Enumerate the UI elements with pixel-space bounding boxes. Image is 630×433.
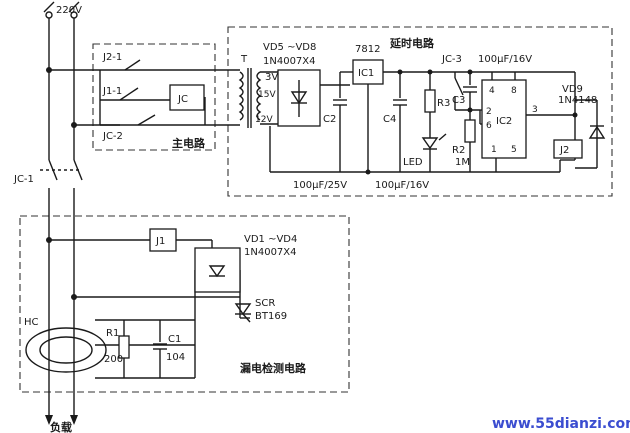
load-label: 负载 — [50, 420, 72, 433]
capacitor-c1 — [95, 319, 196, 379]
bridge-vd5-vd8-part: 1N4007X4 — [263, 56, 316, 67]
delay-circuit-boundary — [227, 26, 613, 197]
capacitor-c2 — [333, 85, 347, 172]
c3-label: C3 — [452, 95, 465, 106]
current-transformer-hc — [25, 327, 107, 373]
bridge-rectifier-vd1-vd4 — [194, 247, 241, 293]
supply-voltage-label: 220V — [56, 5, 82, 16]
jc-coil-label: JC — [177, 94, 188, 105]
capacitor-c3 — [463, 69, 477, 113]
watermark: www.55dianzi.com — [492, 416, 630, 432]
delay-circuit-title: 延时电路 — [389, 36, 435, 50]
bridge-vd1-vd4-part: 1N4007X4 — [244, 247, 297, 258]
ic2-pin-3: 3 — [532, 105, 538, 115]
ic2-pin-4: 4 — [489, 86, 495, 96]
relay-j2 — [553, 139, 583, 159]
jc-coil — [169, 84, 205, 111]
transformer — [238, 68, 262, 128]
j2-1-label: J2-1 — [102, 52, 122, 63]
jc-2-label: JC-2 — [102, 131, 123, 142]
resistor-r1 — [118, 320, 130, 378]
r2-label: R2 — [452, 145, 465, 156]
c2-value: 100μF/25V — [293, 180, 347, 191]
diode-vd9-relay-j2 — [559, 72, 606, 172]
bridge-rectifier-vd5-vd8 — [260, 69, 350, 172]
relay-j1-label: J1 — [155, 236, 165, 247]
c1-value: 104 — [166, 352, 185, 363]
timer-ic2 — [481, 79, 527, 159]
ic2-pin-1: 1 — [491, 145, 497, 155]
j1-1-label: J1-1 — [102, 86, 122, 97]
r1-value: 200 — [104, 354, 123, 365]
timer-ic2-label: IC2 — [496, 116, 512, 127]
resistor-r3-led — [421, 69, 447, 172]
resistor-r2 — [464, 110, 476, 172]
jc-1-label: JC-1 — [13, 174, 34, 185]
scr-part: BT169 — [255, 311, 287, 322]
c3-value: 100μF/16V — [478, 54, 532, 65]
ic2-pin-2: 2 — [486, 107, 492, 117]
jc-1-contacts — [40, 159, 83, 181]
ic2-pin-8: 8 — [511, 86, 517, 96]
regulator-ic1-label: IC1 — [358, 68, 374, 79]
leak-circuit-title: 漏电检测电路 — [240, 361, 307, 375]
c2-label: C2 — [323, 114, 336, 125]
r3-label: R3 — [437, 98, 450, 109]
regulator-7812-label: 7812 — [355, 44, 380, 55]
capacitor-c4 — [393, 69, 407, 172]
bridge-vd1-vd4-name: VD1 ~VD4 — [244, 234, 297, 245]
c4-value: 100μF/16V — [375, 180, 429, 191]
c1-label: C1 — [168, 334, 181, 345]
timer-wiring — [470, 71, 575, 172]
relay-j2-label: J2 — [559, 145, 569, 156]
hc-label: HC — [24, 317, 39, 328]
bridge-vd5-vd8-name: VD5 ~VD8 — [263, 42, 316, 53]
vd9-label: VD9 — [562, 84, 583, 95]
r2-value: 1M — [455, 157, 470, 168]
transformer-label: T — [240, 54, 248, 65]
main-circuit-title: 主电路 — [172, 136, 206, 150]
main-circuit-boundary — [92, 43, 216, 151]
jc-3-label: JC-3 — [441, 54, 462, 65]
vd9-part: 1N4148 — [558, 95, 597, 106]
supply-rails — [43, 1, 80, 425]
ic2-pin-5: 5 — [511, 145, 517, 155]
led-label: LED — [403, 157, 423, 168]
transformer-secondary: 15V — [258, 90, 276, 100]
ic2-pin-6: 6 — [486, 121, 492, 131]
transformer-primary: 12V — [255, 115, 273, 125]
r1-label: R1 — [106, 328, 119, 339]
transformer-rating: 3VA — [265, 72, 285, 83]
relay-j1 — [149, 228, 177, 252]
scr-label: SCR — [255, 298, 275, 309]
scr-thyristor — [234, 303, 252, 323]
c4-label: C4 — [383, 114, 396, 125]
main-circuit-wiring — [46, 59, 240, 128]
